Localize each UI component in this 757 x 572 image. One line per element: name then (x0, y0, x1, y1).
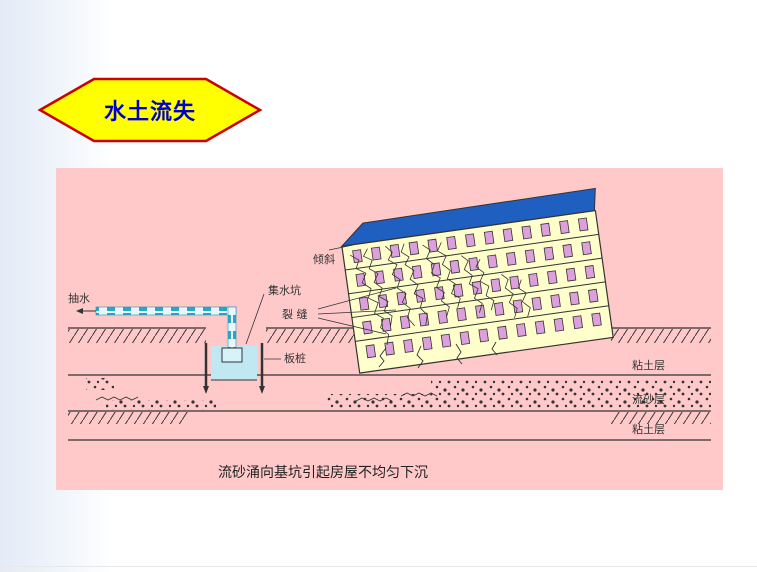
ground-surface (68, 327, 711, 343)
badge-shape (37, 77, 263, 143)
soil-strata (68, 374, 711, 441)
label-sump: 集水坑 (268, 283, 301, 297)
window-row (352, 217, 589, 264)
building-cracks (350, 242, 531, 345)
diamond-badge-icon (37, 77, 263, 143)
label-sand: 流砂层 (632, 392, 665, 406)
title-badge: 水土流失 (36, 76, 264, 144)
pump-arrow-icon (76, 308, 83, 314)
pump-pipe (76, 306, 243, 363)
quicksand-layer (86, 378, 711, 410)
label-pump: 抽水 (68, 291, 90, 305)
diagram-caption: 流砂涌向基坑引起房屋不均匀下沉 (218, 464, 428, 481)
label-crack: 裂 缝 (282, 307, 308, 321)
tilted-building (340, 187, 614, 374)
diagram-panel: 抽水 集水坑 倾斜 裂 缝 板桩 粘土层 流砂层 粘土层 流砂涌向基坑引起房屋不… (56, 168, 723, 490)
ground-cracks (378, 341, 498, 369)
label-tilt: 倾斜 (313, 253, 335, 266)
foundation-pit (203, 343, 265, 394)
page-title: 水土流失 (103, 99, 196, 125)
label-clay-bottom: 粘土层 (632, 422, 665, 436)
label-clay-top: 粘土层 (632, 358, 665, 372)
leader-lines (245, 244, 397, 360)
quicksand-diagram: 抽水 集水坑 倾斜 裂 缝 板桩 粘土层 流砂层 粘土层 流砂涌向基坑引起房屋不… (56, 168, 723, 490)
label-sheet-pile: 板桩 (284, 351, 306, 365)
bottom-divider (0, 566, 757, 567)
